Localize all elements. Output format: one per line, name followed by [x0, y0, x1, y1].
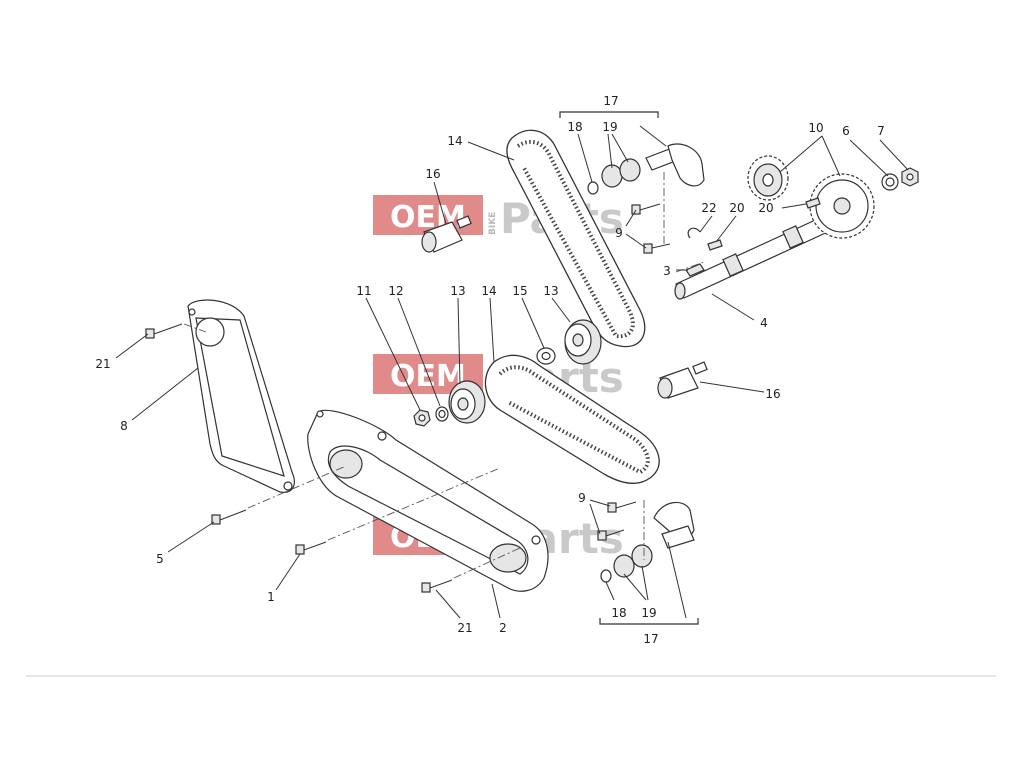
- key-20-lower: [805, 197, 821, 209]
- washer-12: [435, 406, 449, 422]
- callout-21: 21: [95, 357, 110, 371]
- callout-2: 2: [499, 621, 507, 635]
- callout-5: 5: [156, 552, 164, 566]
- screw-21-lower: [421, 579, 453, 593]
- watermark-bike-text: BIKE: [488, 212, 498, 235]
- screw-1: [295, 541, 327, 555]
- callout-10: 10: [808, 121, 823, 135]
- alignment-lines: [183, 172, 705, 579]
- callout-13: 13: [450, 284, 465, 298]
- leader-lines: [115, 125, 909, 619]
- callout-9: 9: [615, 226, 623, 240]
- callout-11: 11: [356, 284, 371, 298]
- screw-21-upper: [145, 323, 183, 339]
- callout-20: 20: [758, 201, 773, 215]
- screw-5: [211, 509, 247, 525]
- camshaft: [674, 215, 833, 300]
- bracket-17-bottom: [599, 618, 699, 625]
- callout-14: 14: [447, 134, 462, 148]
- callout-17: 17: [643, 632, 658, 646]
- pulley-upper: [564, 319, 602, 365]
- callout-7: 7: [877, 124, 885, 138]
- nut-11: [413, 409, 431, 427]
- callout-20: 20: [729, 201, 744, 215]
- washer-15: [536, 347, 556, 365]
- tensioner-upper: [587, 143, 705, 195]
- callout-3: 3: [663, 264, 671, 278]
- key-3: [685, 263, 705, 277]
- callout-9: 9: [578, 491, 586, 505]
- watermark-top: OEM BIKE Parts: [373, 194, 624, 243]
- gear-large: [809, 173, 875, 239]
- callout-18: 18: [567, 120, 582, 134]
- callout-14: 14: [481, 284, 496, 298]
- key-20-top: [707, 239, 723, 251]
- callout-22: 22: [701, 201, 716, 215]
- callout-16: 16: [765, 387, 780, 401]
- callout-labels: 17 18 19 14 16 10 6 7 22 20 20 9 3 4 11 …: [95, 94, 884, 646]
- callout-4: 4: [760, 316, 768, 330]
- gear-small: [747, 155, 789, 201]
- callout-8: 8: [120, 419, 128, 433]
- tensioner-lower: [600, 501, 695, 583]
- cover-outer: [187, 299, 295, 493]
- timing-belt-upper: [506, 129, 646, 348]
- cover-inner: [307, 409, 549, 592]
- pulley-lower: [448, 380, 486, 424]
- bolt-9-upper-a: [631, 203, 661, 215]
- callout-21: 21: [457, 621, 472, 635]
- washer-6: [881, 173, 899, 191]
- bolt-9-lower-b: [597, 529, 625, 541]
- bolt-9-upper-b: [643, 243, 671, 254]
- callout-17: 17: [603, 94, 618, 108]
- callout-13: 13: [543, 284, 558, 298]
- callout-19: 19: [602, 120, 617, 134]
- bolt-9-lower-a: [607, 501, 637, 513]
- callout-19: 19: [641, 606, 656, 620]
- callout-16: 16: [425, 167, 440, 181]
- callout-12: 12: [388, 284, 403, 298]
- nut-7: [901, 167, 919, 187]
- timing-belt-lower: [484, 354, 660, 484]
- bracket-17-top: [559, 111, 659, 118]
- callout-1: 1: [267, 590, 275, 604]
- spacer-lower: [657, 361, 708, 399]
- spacer-upper: [421, 215, 472, 253]
- callout-18: 18: [611, 606, 626, 620]
- callout-6: 6: [842, 124, 850, 138]
- circlip-22: [687, 227, 701, 239]
- callout-15: 15: [512, 284, 527, 298]
